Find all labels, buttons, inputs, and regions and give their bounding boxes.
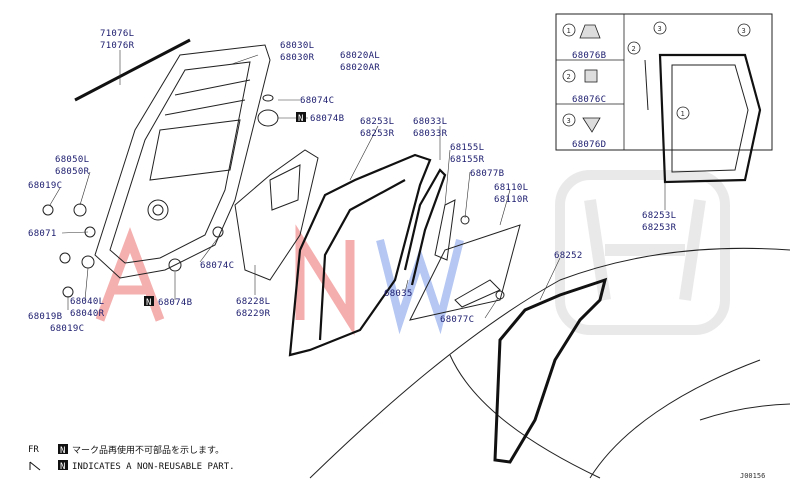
pn-68076b: 68076B: [572, 51, 606, 61]
run-channel: [434, 199, 456, 261]
pn-68155l: 68155L: [450, 143, 484, 153]
legend-jp-line: マーク品再使用不可部品を示します。: [72, 444, 224, 456]
label-68033: 68033L 68033R: [413, 117, 448, 139]
legend-en-line: INDICATES A NON-REUSABLE PART.: [72, 462, 235, 472]
svg-text:3: 3: [742, 27, 746, 35]
front-arrow-icon: [29, 461, 41, 471]
svg-text:3: 3: [658, 25, 662, 33]
pn-68030l: 68030L: [280, 41, 314, 51]
pn-68253r: 68253R: [360, 129, 395, 139]
legend: FR N マーク品再使用不可部品を示します。 N INDICATES A NON…: [28, 444, 235, 472]
door-lining: [234, 149, 319, 281]
callout-1: 1: [562, 23, 576, 37]
non-reusable-marker: N: [60, 446, 65, 456]
svg-text:3: 3: [567, 117, 571, 125]
pn-68074b-b: 68074B: [158, 298, 192, 308]
diagram-code: J00156: [740, 472, 765, 480]
pn-68020ar: 68020AR: [340, 63, 380, 73]
pn-68040r: 68040R: [70, 309, 105, 319]
callout-3b: 3: [653, 21, 667, 35]
pn-68074c-a: 68074C: [300, 96, 334, 106]
label-68228: 68228L 68229R: [236, 297, 271, 319]
svg-text:1: 1: [681, 110, 685, 118]
door-sash-strip: [74, 38, 191, 102]
callout-2b: 2: [627, 41, 641, 55]
pn-71076r: 71076R: [100, 41, 135, 51]
non-reusable-marker: N: [60, 462, 65, 472]
label-68074b-a: N 68074B: [296, 112, 344, 124]
small-parts: [42, 94, 505, 300]
pn-68253r-b: 68253R: [642, 223, 677, 233]
callout-3: 3: [562, 113, 576, 127]
label-68074b-b: N 68074B: [144, 296, 192, 308]
pn-68020al: 68020AL: [340, 51, 380, 61]
opening-seal: [493, 277, 608, 464]
watermark-text: [95, 224, 464, 336]
callout-2: 2: [562, 69, 576, 83]
pn-68074b-a: 68074B: [310, 114, 344, 124]
pn-68035: 68035: [384, 289, 413, 299]
pn-68030r: 68030R: [280, 53, 315, 63]
svg-text:2: 2: [632, 45, 636, 53]
detail-inset: [555, 13, 773, 184]
non-reusable-marker: N: [298, 114, 303, 124]
pn-68071: 68071: [28, 229, 57, 239]
pn-68228l: 68228L: [236, 297, 270, 307]
pn-68050l: 68050L: [55, 155, 89, 165]
svg-text:2: 2: [567, 73, 571, 81]
pn-68077b: 68077B: [470, 169, 504, 179]
clip-icon-c: [584, 69, 598, 83]
leader-lines: [49, 50, 666, 319]
pn-68033r: 68033R: [413, 129, 448, 139]
label-68040: 68040L 68040R: [70, 297, 105, 319]
callout-3c: 3: [737, 23, 751, 37]
pn-68076c: 68076C: [572, 95, 606, 105]
legend-fr: FR: [28, 445, 39, 455]
pn-68019c-b: 68019C: [50, 324, 84, 334]
clip-icon-d: [582, 117, 601, 133]
door-panel: [94, 44, 271, 279]
pn-68040l: 68040L: [70, 297, 104, 307]
car-body-outline: [309, 247, 791, 479]
pn-68155r: 68155R: [450, 155, 485, 165]
pn-68076d: 68076D: [572, 140, 606, 150]
pn-68253l: 68253L: [360, 117, 394, 127]
pn-68074c-b: 68074C: [200, 261, 234, 271]
callout-1b: 1: [676, 106, 690, 120]
pn-68019c-a: 68019C: [28, 181, 62, 191]
label-71076: 71076L 71076R: [100, 29, 135, 51]
pn-68229r: 68229R: [236, 309, 271, 319]
door-sash: [403, 168, 447, 286]
pn-68110l: 68110L: [494, 183, 528, 193]
door-glass: [409, 224, 521, 321]
pn-71076l: 71076L: [100, 29, 134, 39]
watermark-logo: [555, 170, 730, 335]
label-68253: 68253L 68253R: [360, 117, 395, 139]
label-68253-inset: 68253L 68253R: [642, 211, 677, 233]
pn-68077c: 68077C: [440, 315, 474, 325]
pn-68110r: 68110R: [494, 195, 529, 205]
door-weatherstrip: [288, 153, 432, 357]
pn-68019b: 68019B: [28, 312, 62, 322]
pn-68252: 68252: [554, 251, 583, 261]
label-68110: 68110L 68110R: [494, 183, 529, 205]
label-68030: 68030L 68030R 68020AL 68020AR: [280, 41, 380, 73]
svg-text:1: 1: [567, 27, 571, 35]
non-reusable-marker: N: [146, 298, 151, 308]
clip-icon-b: [579, 24, 601, 39]
pn-68050r: 68050R: [55, 167, 90, 177]
pn-68033l: 68033L: [413, 117, 447, 127]
label-68155: 68155L 68155R: [450, 143, 485, 165]
label-68050: 68050L 68050R: [55, 155, 90, 177]
pn-68253l-b: 68253L: [642, 211, 676, 221]
